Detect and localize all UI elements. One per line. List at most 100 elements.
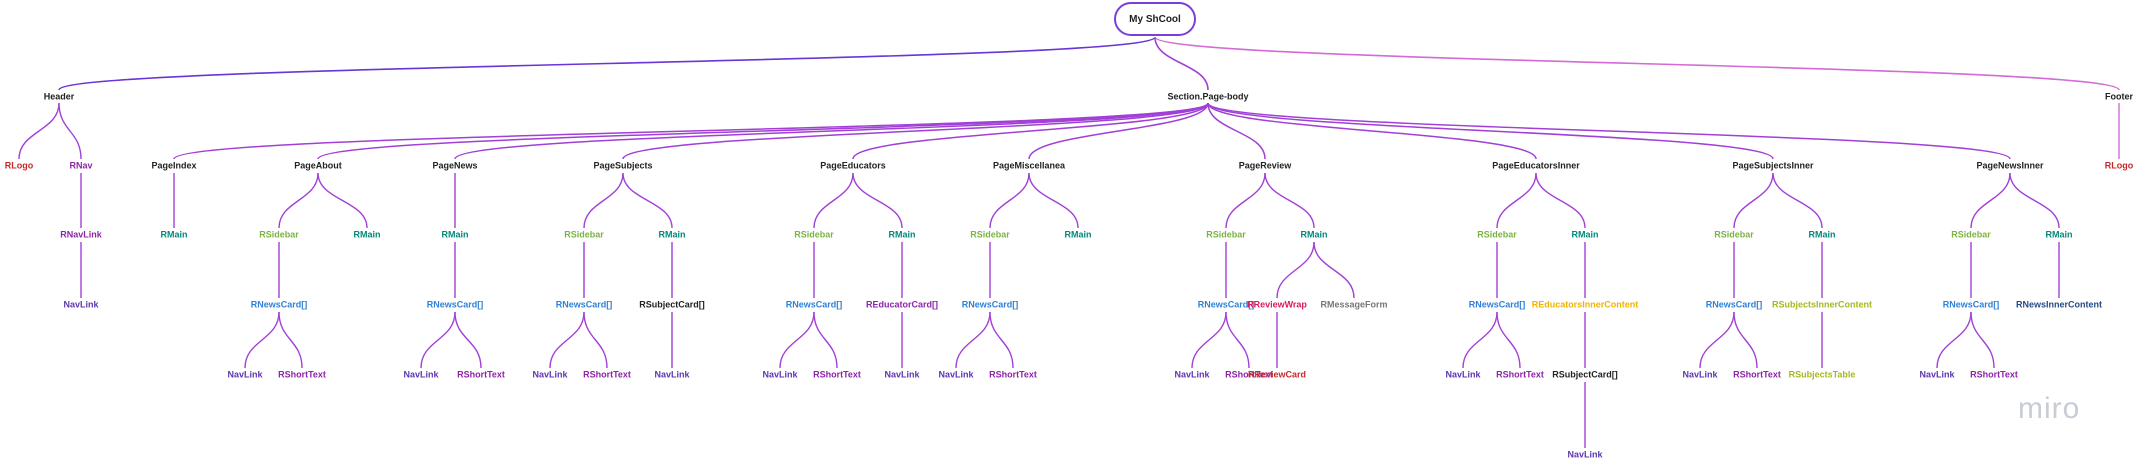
node-rlogo-footer[interactable]: RLogo — [2104, 160, 2134, 171]
node-shorttext-5[interactable]: RShortText — [989, 369, 1037, 380]
connector-line — [1154, 36, 1209, 91]
node-navlink-6[interactable]: NavLink — [1174, 369, 1210, 380]
node-navlink-1[interactable]: NavLink — [227, 369, 263, 380]
node-educatorcard[interactable]: REducatorCard[] — [865, 299, 939, 310]
connector-line — [549, 311, 585, 369]
node-rmain-5[interactable]: RMain — [1064, 229, 1092, 240]
node-rlogo-header[interactable]: RLogo — [4, 160, 34, 171]
node-navlink-4[interactable]: NavLink — [762, 369, 798, 380]
node-shorttext-news[interactable]: RShortText — [457, 369, 505, 380]
node-navlink-subjects[interactable]: NavLink — [654, 369, 690, 380]
node-rmain-7[interactable]: RMain — [1571, 229, 1599, 240]
node-rmain-6[interactable]: RMain — [1300, 229, 1328, 240]
connector-line — [58, 102, 82, 160]
node-messageform[interactable]: RMessageForm — [1320, 299, 1388, 310]
connector-line — [1207, 102, 2011, 160]
connector-line — [1496, 311, 1521, 369]
node-newscard-9[interactable]: RNewsCard[] — [1942, 299, 2000, 310]
node-reviewwrap[interactable]: RReviewWrap — [1247, 299, 1307, 310]
node-section-page-body[interactable]: Section.Page-body — [1167, 91, 1249, 102]
connector-line — [1733, 311, 1758, 369]
node-page-9[interactable]: PageNewsInner — [1976, 160, 2044, 171]
node-rmain-9[interactable]: RMain — [2045, 229, 2073, 240]
node-page-1[interactable]: PageAbout — [294, 160, 342, 171]
node-navlink-educatorsinner[interactable]: NavLink — [1567, 449, 1603, 460]
node-rnavlink[interactable]: RNavLink — [60, 229, 102, 240]
node-newsinner[interactable]: RNewsInnerContent — [2015, 299, 2103, 310]
node-page-5[interactable]: PageMiscellanea — [992, 160, 1066, 171]
node-rnav[interactable]: RNav — [69, 160, 93, 171]
connector-line — [989, 172, 1030, 229]
connector-line — [18, 102, 60, 160]
node-shorttext-6[interactable]: RShortText — [1225, 369, 1273, 380]
connector-line — [420, 311, 456, 369]
node-newscard-4[interactable]: RNewsCard[] — [785, 299, 843, 310]
node-navlink-3[interactable]: NavLink — [532, 369, 568, 380]
connector-line — [1970, 311, 1995, 369]
node-page-0[interactable]: PageIndex — [151, 160, 197, 171]
node-navlink-9[interactable]: NavLink — [1919, 369, 1955, 380]
node-subjectsinner[interactable]: RSubjectsInnerContent — [1771, 299, 1873, 310]
node-shorttext-9[interactable]: RShortText — [1970, 369, 2018, 380]
connector-line — [1276, 241, 1315, 299]
connector-line — [454, 311, 482, 369]
node-newscard-6[interactable]: RNewsCard[] — [1197, 299, 1255, 310]
node-newscard-5[interactable]: RNewsCard[] — [961, 299, 1019, 310]
node-page-8[interactable]: PageSubjectsInner — [1732, 160, 1814, 171]
node-newscard-3[interactable]: RNewsCard[] — [555, 299, 613, 310]
node-shorttext-8[interactable]: RShortText — [1733, 369, 1781, 380]
root-node[interactable]: My ShCool — [1114, 2, 1196, 36]
connector-line — [1028, 102, 1209, 160]
node-shorttext-1[interactable]: RShortText — [278, 369, 326, 380]
node-newscard-1[interactable]: RNewsCard[] — [250, 299, 308, 310]
node-rsidebar-8[interactable]: RSidebar — [1714, 229, 1754, 240]
node-rsidebar-6[interactable]: RSidebar — [1206, 229, 1246, 240]
node-newscard-news[interactable]: RNewsCard[] — [426, 299, 484, 310]
node-page-7[interactable]: PageEducatorsInner — [1492, 160, 1580, 171]
node-rmain-3[interactable]: RMain — [658, 229, 686, 240]
node-rsidebar-1[interactable]: RSidebar — [259, 229, 299, 240]
node-subjectcard-3[interactable]: RSubjectCard[] — [639, 299, 705, 310]
node-navlink-news[interactable]: NavLink — [403, 369, 439, 380]
node-rsidebar-7[interactable]: RSidebar — [1477, 229, 1517, 240]
connector-line — [1496, 172, 1537, 229]
node-rmain-2[interactable]: RMain — [441, 229, 469, 240]
connector-line — [1028, 172, 1079, 229]
node-page-2[interactable]: PageNews — [432, 160, 478, 171]
node-newscard-7[interactable]: RNewsCard[] — [1468, 299, 1526, 310]
connector-line — [1207, 102, 1266, 160]
node-header[interactable]: Header — [43, 91, 75, 102]
connector-line — [1970, 172, 2011, 229]
node-navlink-educators[interactable]: NavLink — [884, 369, 920, 380]
node-page-4[interactable]: PageEducators — [820, 160, 886, 171]
node-page-3[interactable]: PageSubjects — [593, 160, 653, 171]
node-page-6[interactable]: PageReview — [1238, 160, 1292, 171]
connector-line — [454, 102, 1209, 160]
node-navlink-7[interactable]: NavLink — [1445, 369, 1481, 380]
node-navlink-5[interactable]: NavLink — [938, 369, 974, 380]
node-subjectcard-7[interactable]: RSubjectCard[] — [1552, 369, 1618, 380]
node-educatorsinner[interactable]: REducatorsInnerContent — [1531, 299, 1639, 310]
node-navlink-header[interactable]: NavLink — [63, 299, 99, 310]
node-rsidebar-9[interactable]: RSidebar — [1951, 229, 1991, 240]
node-rmain-8[interactable]: RMain — [1808, 229, 1836, 240]
connector-line — [1207, 102, 1774, 160]
connector-line — [173, 102, 1209, 160]
node-rmain-0[interactable]: RMain — [160, 229, 188, 240]
node-rsidebar-4[interactable]: RSidebar — [794, 229, 834, 240]
node-rsidebar-3[interactable]: RSidebar — [564, 229, 604, 240]
connector-line — [813, 311, 838, 369]
node-reviewcard[interactable]: RReviewCard — [1247, 369, 1307, 380]
node-shorttext-3[interactable]: RShortText — [583, 369, 631, 380]
node-newscard-8[interactable]: RNewsCard[] — [1705, 299, 1763, 310]
node-shorttext-7[interactable]: RShortText — [1496, 369, 1544, 380]
node-shorttext-4[interactable]: RShortText — [813, 369, 861, 380]
node-rsidebar-5[interactable]: RSidebar — [970, 229, 1010, 240]
connector-line — [622, 102, 1209, 160]
node-subjectstable[interactable]: RSubjectsTable — [1788, 369, 1856, 380]
node-navlink-8[interactable]: NavLink — [1682, 369, 1718, 380]
connector-line — [1733, 172, 1774, 229]
node-footer[interactable]: Footer — [2105, 91, 2133, 102]
node-rmain-4[interactable]: RMain — [888, 229, 916, 240]
node-rmain-1[interactable]: RMain — [353, 229, 381, 240]
